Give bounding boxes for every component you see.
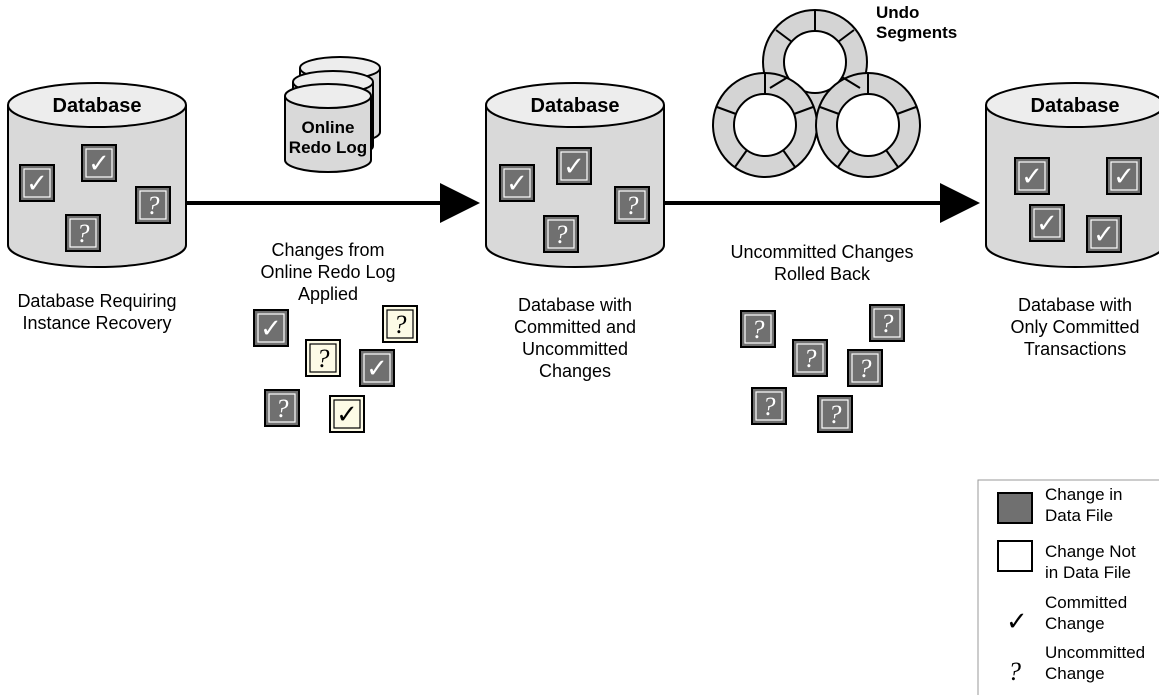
checkmark-icon: ✓ (336, 400, 358, 429)
change-box-db3-2: ✓ (1106, 157, 1142, 195)
caption-3-line-1: Database with (1018, 295, 1132, 315)
undo-ring-right (815, 72, 921, 178)
checkmark-icon: ✓ (1093, 220, 1115, 249)
database-title-2: Database (531, 95, 620, 117)
change-box-db2-1: ✓ (499, 164, 535, 202)
checkmark-icon: ✓ (260, 314, 282, 343)
undo-label-line-1: Undo (876, 3, 919, 22)
database-cylinder-1: Database (7, 82, 187, 268)
caption-3-line-3: Transactions (1024, 339, 1126, 359)
online-redo-log-icon: Online Redo Log (284, 56, 381, 173)
legend-item-2-line-1: Change Not (1045, 542, 1136, 561)
question-icon: ? (77, 219, 90, 248)
legend-item-1-line-2: Data File (1045, 506, 1113, 525)
undo-label-line-2: Segments (876, 23, 957, 42)
checkmark-icon: ✓ (1113, 162, 1135, 191)
legend-checkmark-icon: ✓ (1006, 607, 1028, 636)
database-cylinder-2: Database (485, 82, 665, 268)
question-icon: ? (763, 392, 776, 421)
checkmark-icon: ✓ (563, 152, 585, 181)
change-box-db1-1: ✓ (19, 164, 55, 202)
database-title-1: Database (53, 95, 142, 117)
change-box-rolled-2: ? (869, 304, 905, 342)
legend-item-2-line-2: in Data File (1045, 563, 1131, 582)
redo-log-label-line-2: Redo Log (289, 138, 367, 157)
change-box-applied-1: ✓ (253, 309, 289, 347)
change-box-rolled-6: ? (817, 395, 853, 433)
change-box-rolled-1: ? (740, 310, 776, 348)
question-icon: ? (752, 315, 765, 344)
database-caption-3: Database with Only Committed Transaction… (1010, 295, 1139, 359)
checkmark-icon: ✓ (1036, 209, 1058, 238)
change-box-applied-5: ? (264, 389, 300, 427)
change-box-applied-6: ✓ (329, 395, 365, 433)
question-icon: ? (804, 344, 817, 373)
change-box-db3-4: ✓ (1086, 215, 1122, 253)
change-box-applied-3: ? (305, 339, 341, 377)
question-icon: ? (394, 310, 407, 339)
question-icon: ? (881, 309, 894, 338)
checkmark-icon: ✓ (26, 169, 48, 198)
step-1-line-2: Online Redo Log (260, 262, 395, 282)
caption-1-line-1: Database Requiring (17, 291, 176, 311)
step-2-line-2: Rolled Back (774, 264, 871, 284)
step-2-line-1: Uncommitted Changes (730, 242, 913, 262)
change-box-db1-4: ? (65, 214, 101, 252)
step-1-line-3: Applied (298, 284, 358, 304)
legend-item-3-line-1: Committed (1045, 593, 1127, 612)
change-box-db2-2: ✓ (556, 147, 592, 185)
question-icon: ? (829, 400, 842, 429)
caption-2-line-3: Uncommitted (522, 339, 628, 359)
change-box-db2-3: ? (614, 186, 650, 224)
caption-3-line-2: Only Committed (1010, 317, 1139, 337)
question-icon: ? (147, 191, 160, 220)
question-icon: ? (859, 354, 872, 383)
question-icon: ? (555, 220, 568, 249)
checkmark-icon: ✓ (1021, 162, 1043, 191)
undo-segments-icon: Undo Segments (712, 3, 957, 178)
redo-log-label-line-1: Online (302, 118, 355, 137)
change-box-db2-4: ? (543, 215, 579, 253)
change-box-applied-4: ✓ (359, 349, 395, 387)
database-caption-1: Database Requiring Instance Recovery (17, 291, 176, 333)
question-icon: ? (317, 344, 330, 373)
legend-item-3-line-2: Change (1045, 614, 1105, 633)
change-box-rolled-5: ? (751, 387, 787, 425)
database-title-3: Database (1031, 95, 1120, 117)
step-1-line-1: Changes from (271, 240, 384, 260)
caption-2-line-4: Changes (539, 361, 611, 381)
legend-item-4-line-1: Uncommitted (1045, 643, 1145, 662)
legend-item-4-line-2: Change (1045, 664, 1105, 683)
caption-1-line-2: Instance Recovery (22, 313, 171, 333)
change-box-db1-3: ? (135, 186, 171, 224)
caption-2-line-2: Committed and (514, 317, 636, 337)
change-box-applied-2: ? (382, 305, 418, 343)
step-label-1: Changes from Online Redo Log Applied (260, 240, 395, 304)
caption-2-line-1: Database with (518, 295, 632, 315)
change-boxes: ✓✓??✓??✓?✓✓✓????????✓✓✓✓ (19, 144, 1142, 433)
question-icon: ? (276, 394, 289, 423)
checkmark-icon: ✓ (88, 149, 110, 178)
change-box-db1-2: ✓ (81, 144, 117, 182)
change-box-rolled-4: ? (847, 349, 883, 387)
change-box-db3-3: ✓ (1029, 204, 1065, 242)
step-label-2: Uncommitted Changes Rolled Back (730, 242, 913, 284)
legend: Change in Data File Change Not in Data F… (977, 479, 1159, 695)
checkmark-icon: ✓ (506, 169, 528, 198)
legend-dark-box-icon (997, 492, 1033, 524)
question-icon: ? (626, 191, 639, 220)
legend-item-1-line-1: Change in (1045, 485, 1123, 504)
change-box-rolled-3: ? (792, 339, 828, 377)
checkmark-icon: ✓ (366, 354, 388, 383)
change-box-db3-1: ✓ (1014, 157, 1050, 195)
legend-question-icon: ? (1008, 657, 1021, 686)
legend-light-box-icon (997, 540, 1033, 572)
database-caption-2: Database with Committed and Uncommitted … (514, 295, 636, 381)
